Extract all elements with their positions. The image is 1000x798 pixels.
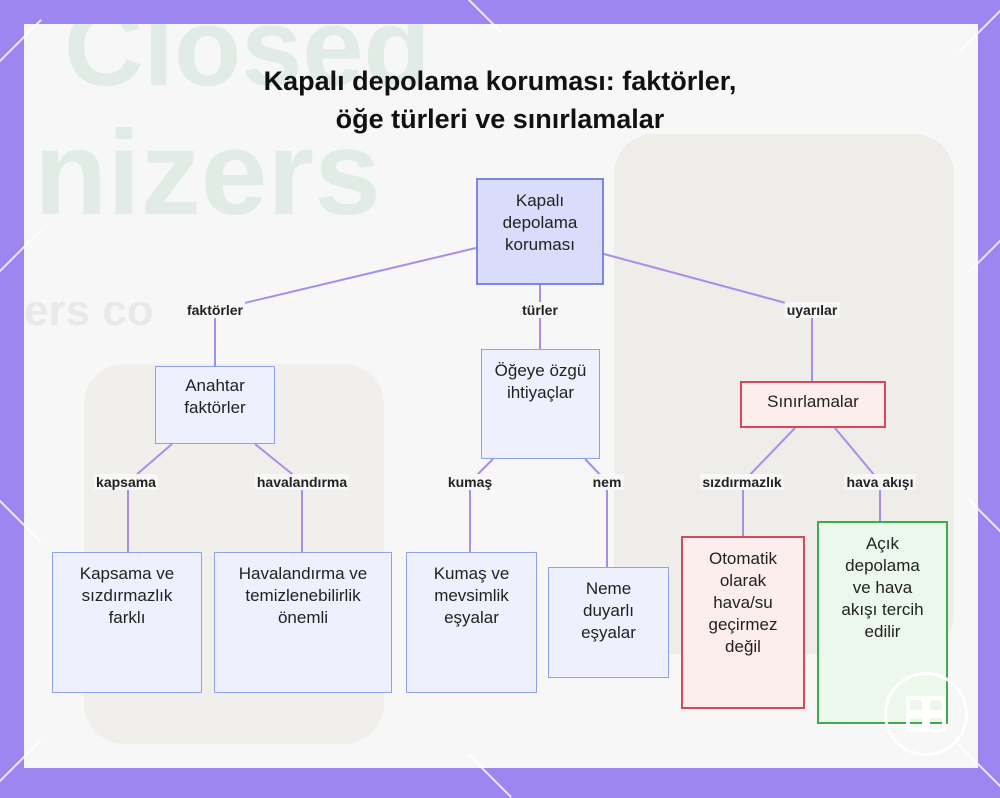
node-coverage: Kapsama ve sızdırmazlık farklı <box>52 552 202 693</box>
node-open-storage-label: Açık depolama ve hava akışı tercih edili… <box>835 533 930 643</box>
edge-label-coverage: kapsama <box>94 474 158 490</box>
node-not-airtight-label: Otomatik olarak hava/su geçirmez değil <box>693 548 793 658</box>
node-fabric-label: Kumaş ve mevsimlik eşyalar <box>419 563 524 629</box>
edge-label-airflow: hava akışı <box>845 474 916 490</box>
node-ventilation-label: Havalandırma ve temizlenebilirlik önemli <box>223 563 383 629</box>
node-limitations: Sınırlamalar <box>740 381 886 428</box>
edge-label-moisture: nem <box>591 474 624 490</box>
edge-root-warnings <box>604 254 812 310</box>
edge-label-factors: faktörler <box>185 302 245 318</box>
edge-label-ventilation: havalandırma <box>255 474 349 490</box>
node-limitations-label: Sınırlamalar <box>767 391 859 413</box>
logo-glyph-icon <box>904 692 948 736</box>
edge-root-factors <box>215 248 476 310</box>
node-ventilation: Havalandırma ve temizlenebilirlik önemli <box>214 552 392 693</box>
node-item-needs-label: Öğeye özgü ihtiyaçlar <box>494 360 587 404</box>
brand-logo-icon <box>884 672 968 756</box>
node-moisture: Neme duyarlı eşyalar <box>548 567 669 678</box>
node-moisture-label: Neme duyarlı eşyalar <box>567 578 650 644</box>
node-item-needs: Öğeye özgü ihtiyaçlar <box>481 349 600 459</box>
edge-label-types: türler <box>520 302 560 318</box>
edge-label-fabric: kumaş <box>446 474 494 490</box>
node-root: Kapalı depolama koruması <box>476 178 604 285</box>
edge-label-sealing: sızdırmazlık <box>700 474 783 490</box>
node-key-factors-label: Anahtar faktörler <box>166 375 264 419</box>
node-fabric: Kumaş ve mevsimlik eşyalar <box>406 552 537 693</box>
edge-label-warnings: uyarılar <box>785 302 840 318</box>
node-not-airtight: Otomatik olarak hava/su geçirmez değil <box>681 536 805 709</box>
node-root-label: Kapalı depolama koruması <box>492 190 588 256</box>
node-coverage-label: Kapsama ve sızdırmazlık farklı <box>77 563 177 629</box>
node-key-factors: Anahtar faktörler <box>155 366 275 444</box>
